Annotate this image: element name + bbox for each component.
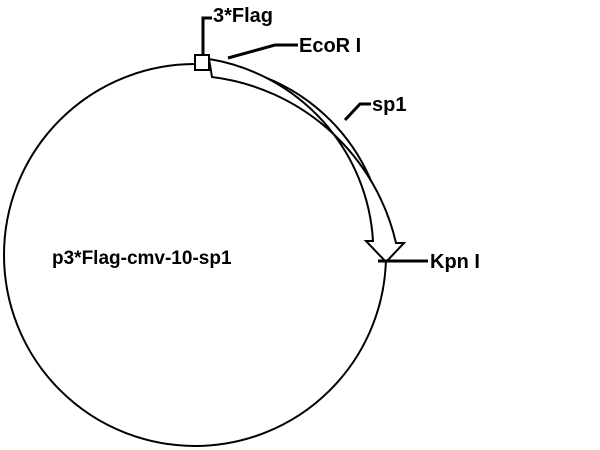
ecori-label: EcoR I (299, 35, 362, 57)
sp1-label: sp1 (372, 94, 407, 116)
sp1-leader-line (343, 102, 371, 122)
flag-leader-line (201, 16, 212, 55)
sp1-insert-arrow (207, 57, 407, 264)
kpni-label: Kpn I (430, 251, 480, 273)
flag-label: 3*Flag (213, 5, 274, 27)
flag-tag-box (194, 54, 210, 71)
plasmid-name: p3*Flag-cmv-10-sp1 (52, 248, 232, 269)
ecori-leader-line (227, 43, 298, 60)
